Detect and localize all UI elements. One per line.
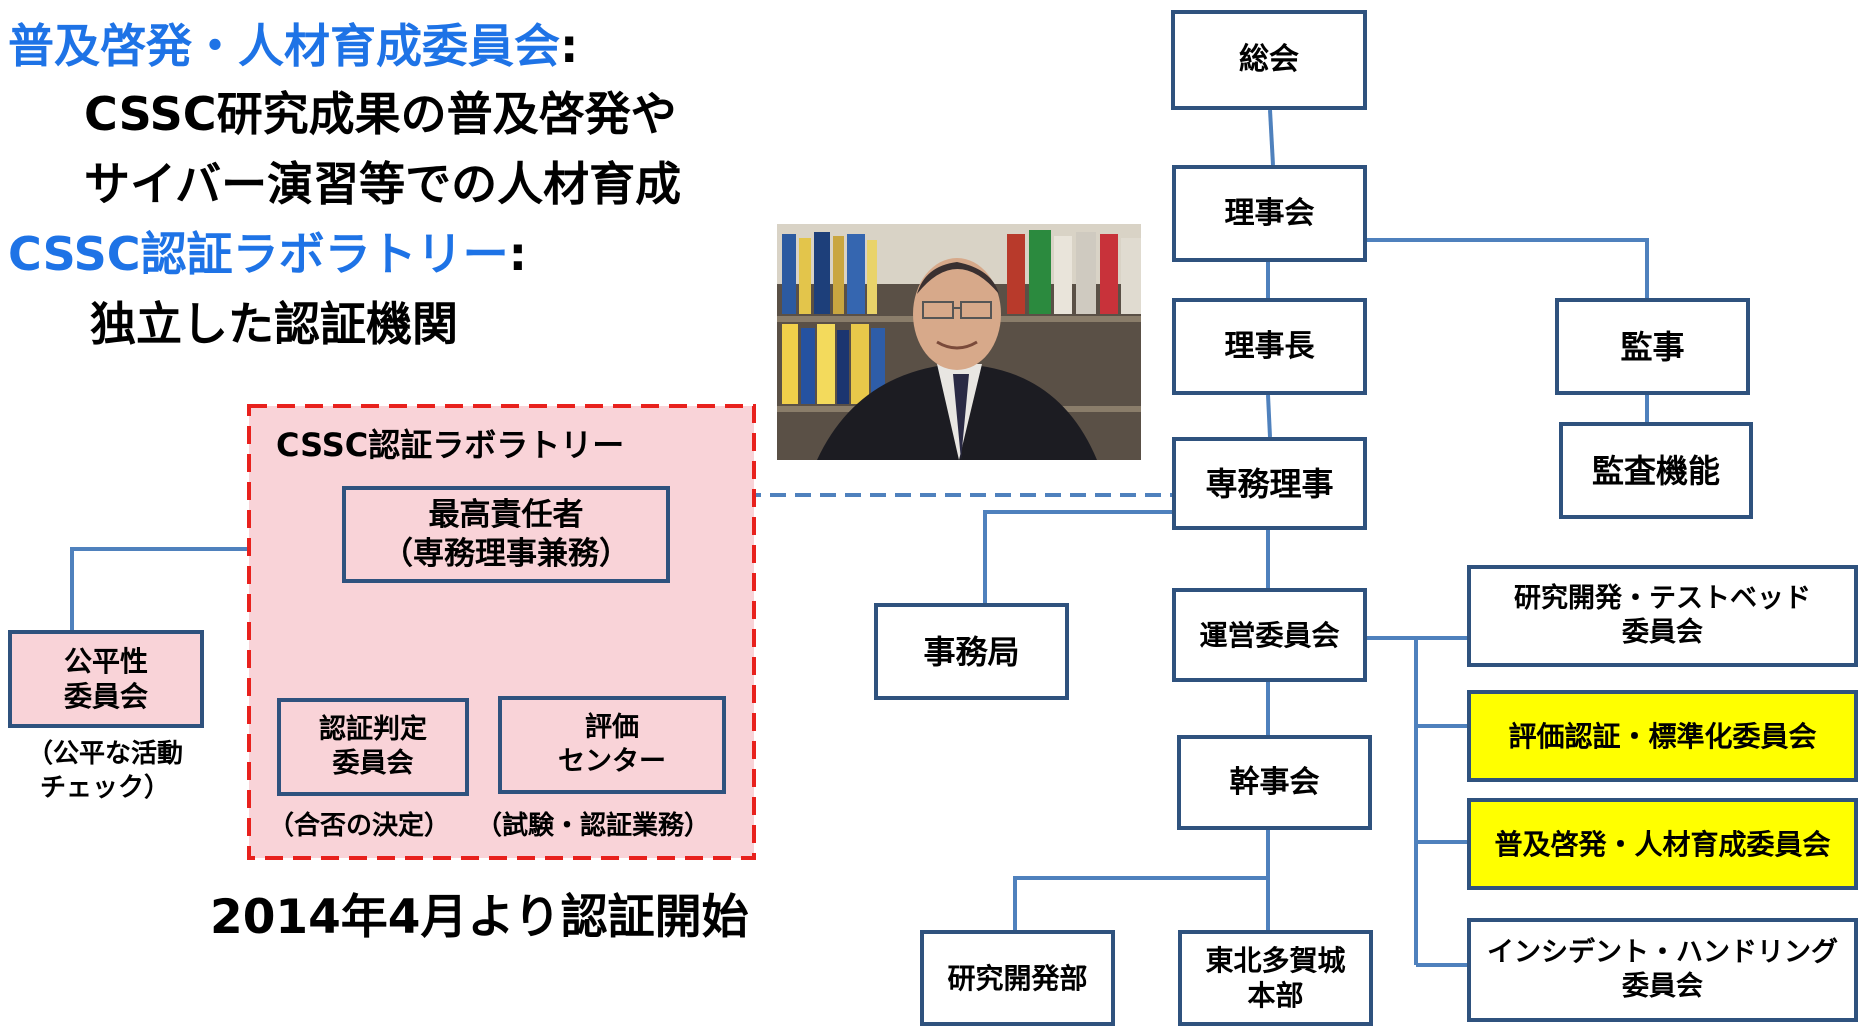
steering-committee-box: 運営委員会 <box>1172 588 1367 682</box>
fairness-note: （公平な活動 チェック） <box>26 739 183 803</box>
heading2-colon: : <box>508 227 527 281</box>
chairman-box: 理事長 <box>1172 298 1367 395</box>
heading-awareness-committee: 普及啓発・人材育成委員会: <box>8 10 578 76</box>
lab-title: CSSC認証ラボラトリー <box>276 426 625 464</box>
heading-cert-lab: CSSC認証ラボラトリー: <box>8 218 527 284</box>
heading2-text: CSSC認証ラボラトリー <box>8 227 509 281</box>
board-box: 理事会 <box>1172 165 1367 262</box>
incident-handling-committee-box: インシデント・ハンドリング 委員会 <box>1467 918 1858 1022</box>
desc2: 独立した認証機関 <box>90 297 458 351</box>
judgment-note: （合否の決定） <box>268 811 451 841</box>
desc1-line1: CSSC研究成果の普及啓発や <box>84 87 677 141</box>
executive-director-box: 専務理事 <box>1172 437 1367 530</box>
heading1-text: 普及啓発・人材育成委員会 <box>8 19 560 73</box>
desc1-line2: サイバー演習等での人材育成 <box>84 157 682 211</box>
chief-officer-box: 最高責任者 （専務理事兼務） <box>342 486 670 583</box>
awareness-hr-committee-box: 普及啓発・人材育成委員会 <box>1467 798 1858 890</box>
certification-start: 2014年4月より認証開始 <box>210 890 749 945</box>
auditor-box: 監事 <box>1555 298 1750 395</box>
general-meeting-box: 総会 <box>1171 10 1367 110</box>
judgment-committee-box: 認証判定 委員会 <box>277 698 469 796</box>
person-photo-icon <box>777 224 1141 460</box>
person-photo <box>777 224 1141 460</box>
fairness-committee-box: 公平性 委員会 <box>8 630 204 728</box>
audit-function-box: 監査機能 <box>1559 422 1753 519</box>
eval-cert-standardization-committee-box: 評価認証・標準化委員会 <box>1467 690 1858 782</box>
evaluation-center-box: 評価 センター <box>498 696 726 794</box>
heading1-colon: : <box>560 19 579 73</box>
rnd-testbed-committee-box: 研究開発・テストベッド 委員会 <box>1467 565 1858 667</box>
executive-council-box: 幹事会 <box>1177 735 1372 830</box>
tohoku-tagajo-hq-box: 東北多賀城 本部 <box>1178 930 1373 1026</box>
evaluation-note: （試験・認証業務） <box>476 811 711 841</box>
rnd-department-box: 研究開発部 <box>920 930 1115 1026</box>
secretariat-box: 事務局 <box>874 603 1069 700</box>
